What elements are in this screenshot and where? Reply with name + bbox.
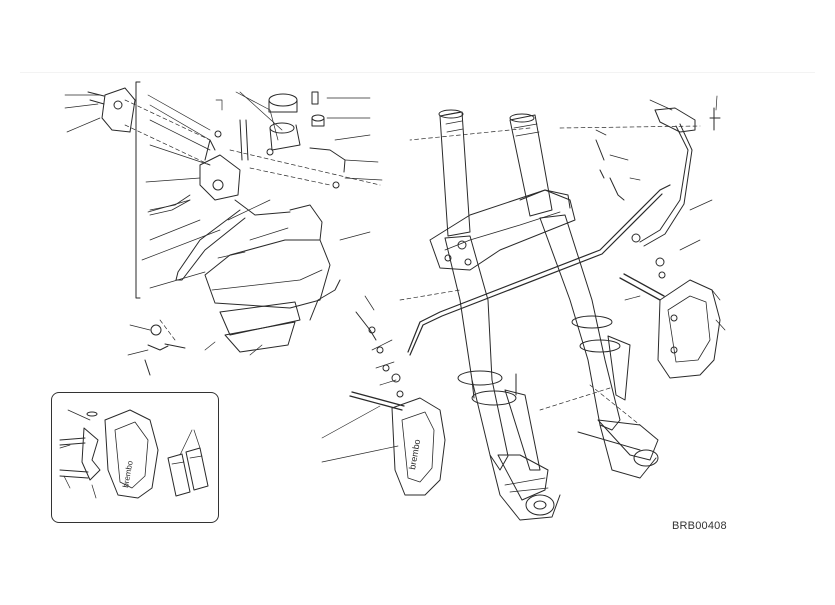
reservoir-cap-parts bbox=[214, 91, 346, 189]
inset-leader-lines bbox=[59, 409, 201, 499]
inset-brake-pads bbox=[167, 447, 209, 497]
banjo-fittings bbox=[355, 311, 390, 372]
brake-pad-detail-inset bbox=[51, 392, 219, 523]
brake-lever bbox=[175, 209, 246, 281]
top-divider bbox=[20, 72, 815, 73]
inset-pad-pin bbox=[59, 411, 101, 481]
inset-caliper: brembo bbox=[104, 409, 159, 499]
right-brake-caliper bbox=[619, 273, 721, 379]
brake-hose bbox=[407, 123, 693, 356]
assembly-guide-lines bbox=[124, 99, 701, 426]
handlebar-clamp bbox=[87, 87, 136, 133]
drawing-code: BRB00408 bbox=[672, 520, 727, 532]
lower-left-fittings bbox=[144, 324, 186, 376]
left-fork-lower bbox=[444, 235, 509, 471]
group-bracket bbox=[135, 81, 141, 299]
right-fork-stanchion bbox=[509, 114, 553, 217]
right-hose-bracket bbox=[595, 107, 721, 279]
brake-fluid-reservoir bbox=[204, 204, 341, 353]
inset-brand-marking: brembo bbox=[121, 460, 135, 489]
front-fork-assembly bbox=[429, 109, 659, 521]
right-fork-lower bbox=[539, 214, 621, 431]
callout-leader-lines bbox=[64, 91, 726, 463]
lower-triple-clamp bbox=[429, 189, 576, 271]
